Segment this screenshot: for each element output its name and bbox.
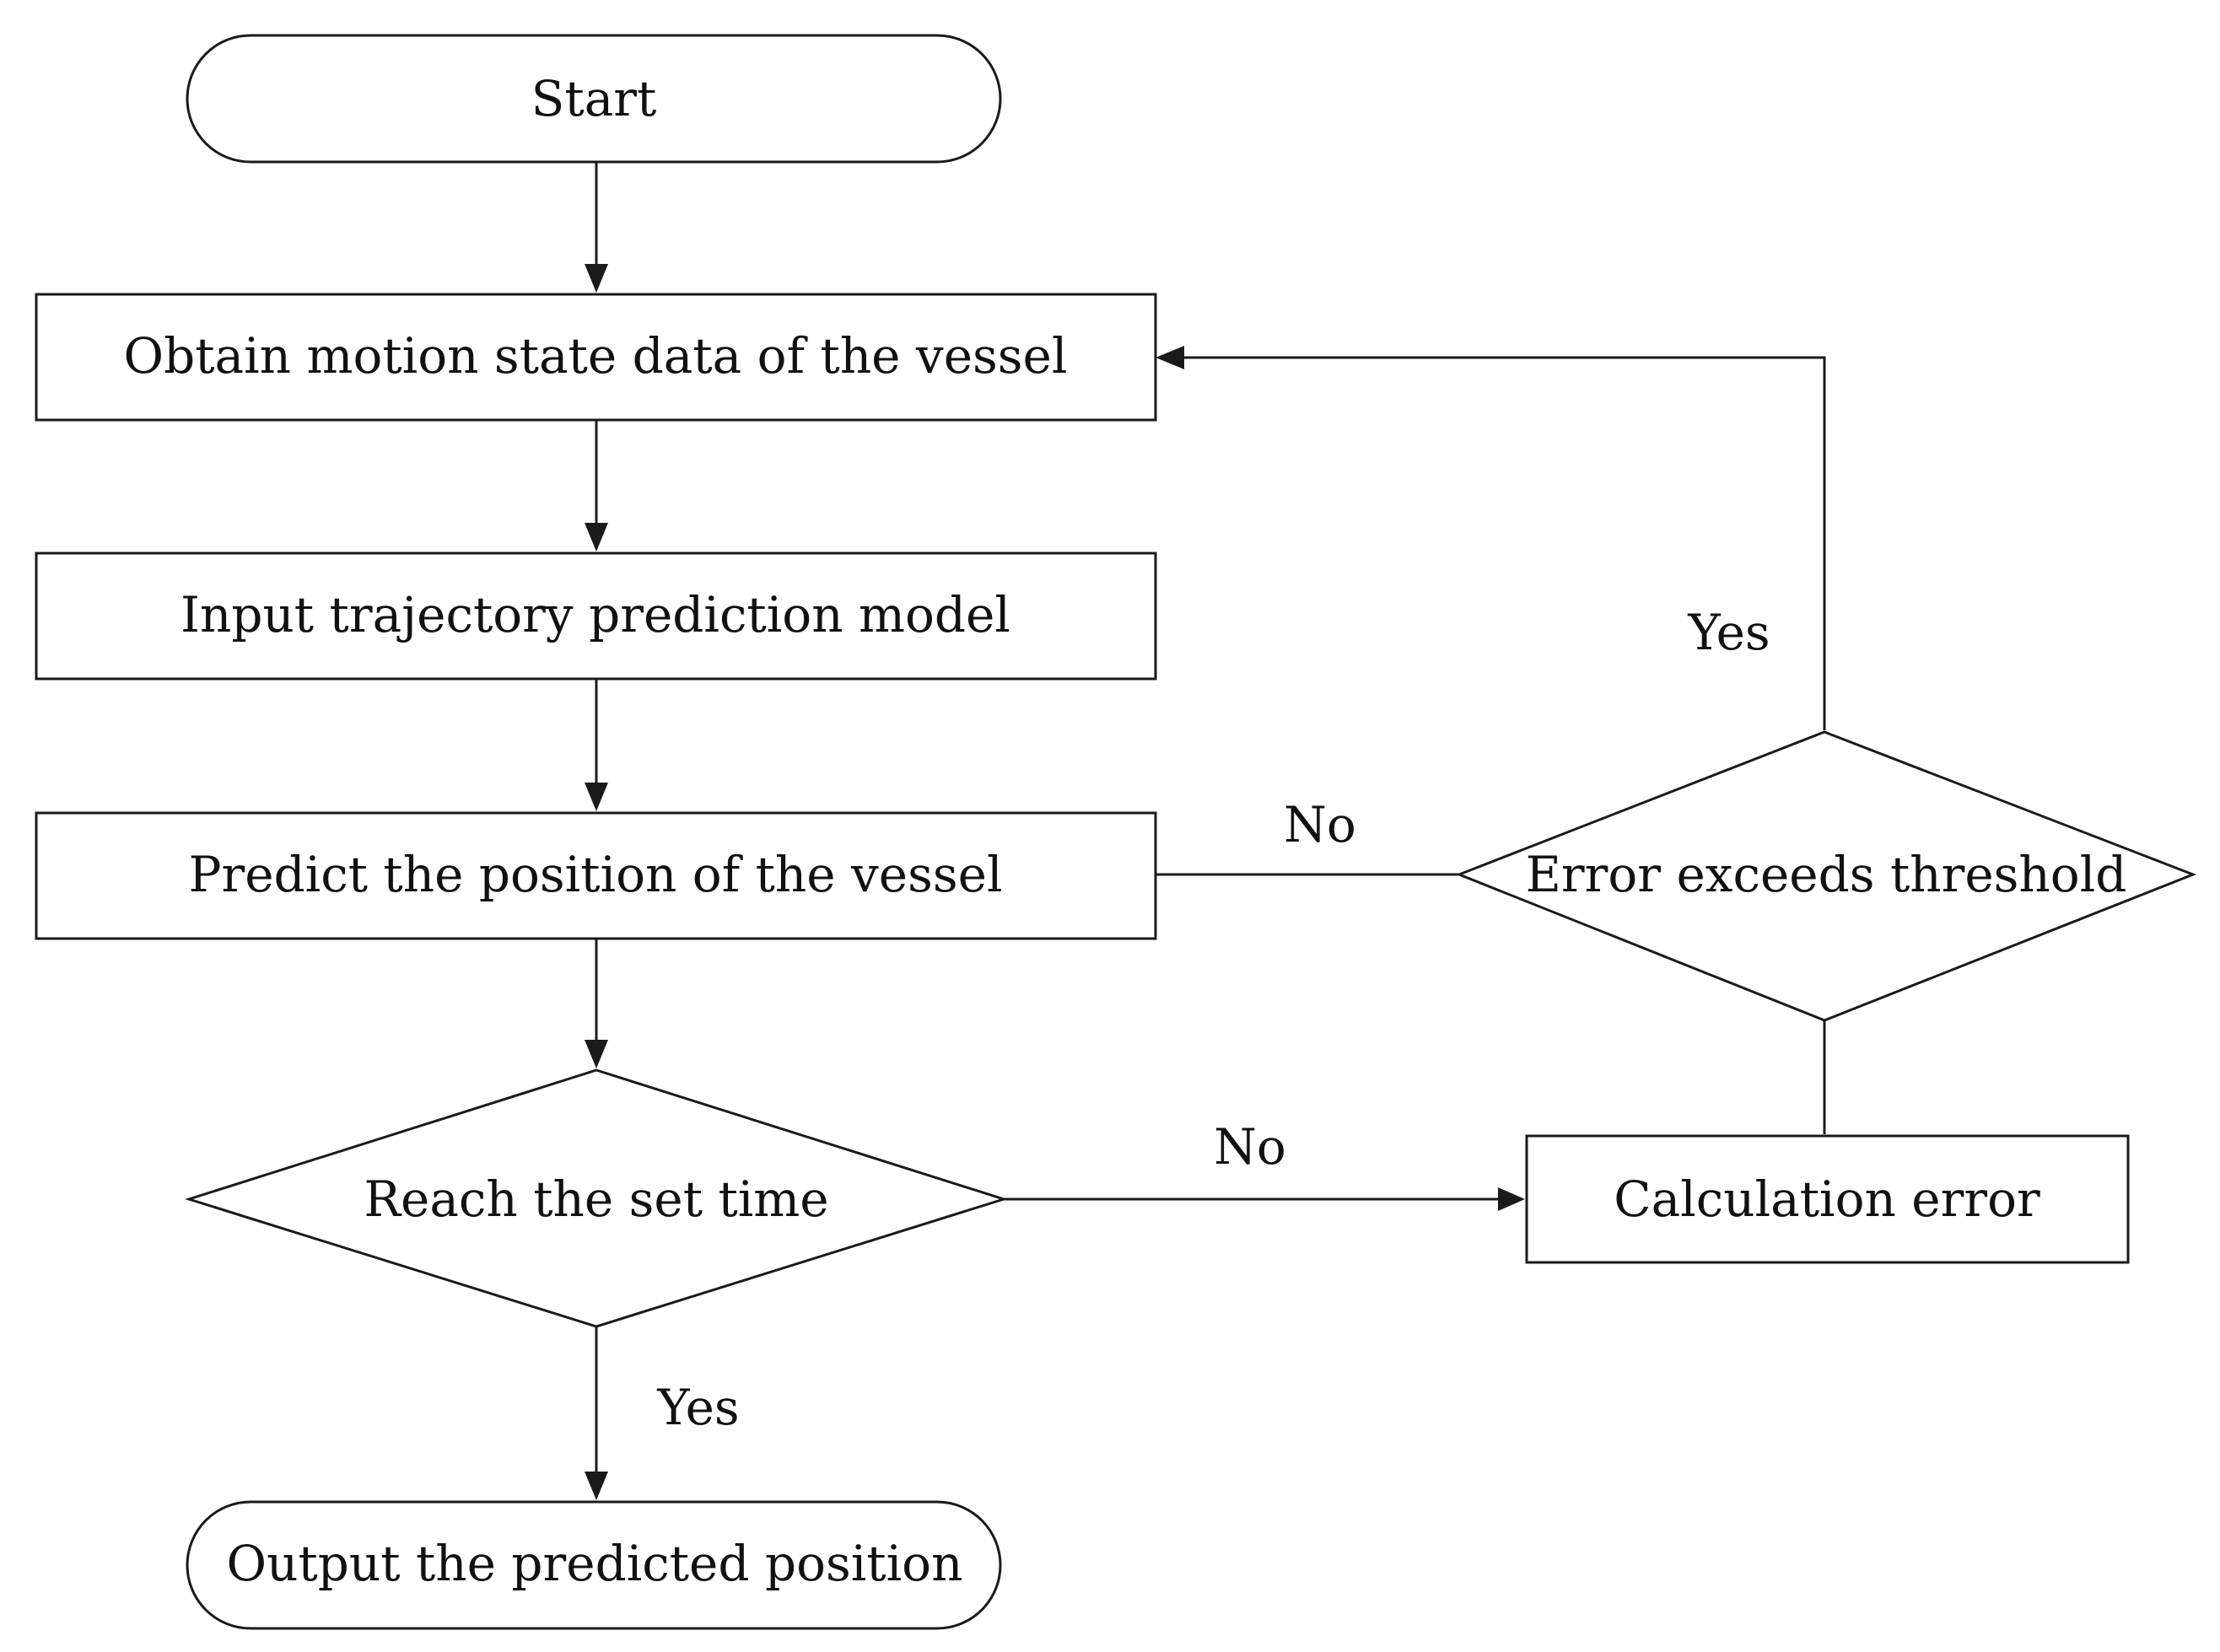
input-process-shape	[35, 552, 1157, 681]
node-obtain: Obtain motion state data of the vessel	[35, 293, 1157, 422]
predict-label: Predict the position of the vessel	[188, 846, 1002, 903]
node-output: Output the predicted position	[186, 1500, 1002, 1630]
error-threshold-decision-shape	[1455, 730, 2197, 1022]
arrowhead-calculation	[1498, 1187, 1525, 1211]
reach-decision-shape	[185, 1068, 1008, 1328]
node-input: Input trajectory prediction model	[35, 552, 1157, 681]
node-predict: Predict the position of the vessel	[35, 811, 1157, 940]
node-start: Start	[186, 34, 1002, 164]
output-label: Output the predicted position	[227, 1535, 963, 1592]
threshold-yes-label: Yes	[1687, 604, 1770, 661]
arrowhead-obtain-loop	[1156, 346, 1184, 369]
node-error-threshold: Error exceeds threshold	[1455, 730, 2197, 1022]
node-reach: Reach the set time	[185, 1068, 1008, 1328]
arrowhead-input	[585, 523, 608, 552]
arrowhead-output	[585, 1472, 608, 1500]
start-terminal-shape	[186, 34, 1002, 164]
output-terminal-shape	[186, 1500, 1002, 1630]
start-label: Start	[531, 70, 657, 127]
edge-threshold-to-obtain	[1183, 356, 1826, 730]
obtain-label: Obtain motion state data of the vessel	[124, 327, 1068, 385]
arrowhead-obtain	[585, 264, 608, 293]
calculation-label: Calculation error	[1614, 1170, 2040, 1228]
input-label: Input trajectory prediction model	[181, 586, 1010, 643]
threshold-no-label: No	[1284, 796, 1356, 853]
arrowhead-predict	[585, 783, 608, 811]
reach-yes-label: Yes	[656, 1379, 739, 1436]
reach-label: Reach the set time	[364, 1170, 828, 1228]
node-calculation: Calculation error	[1525, 1134, 2130, 1264]
obtain-process-shape	[35, 293, 1157, 422]
edges	[585, 162, 1826, 1500]
predict-process-shape	[35, 811, 1157, 940]
arrowhead-reach	[585, 1040, 608, 1068]
error-threshold-label: Error exceeds threshold	[1526, 846, 2127, 903]
calculation-process-shape	[1525, 1134, 2130, 1264]
reach-no-label: No	[1214, 1118, 1286, 1176]
